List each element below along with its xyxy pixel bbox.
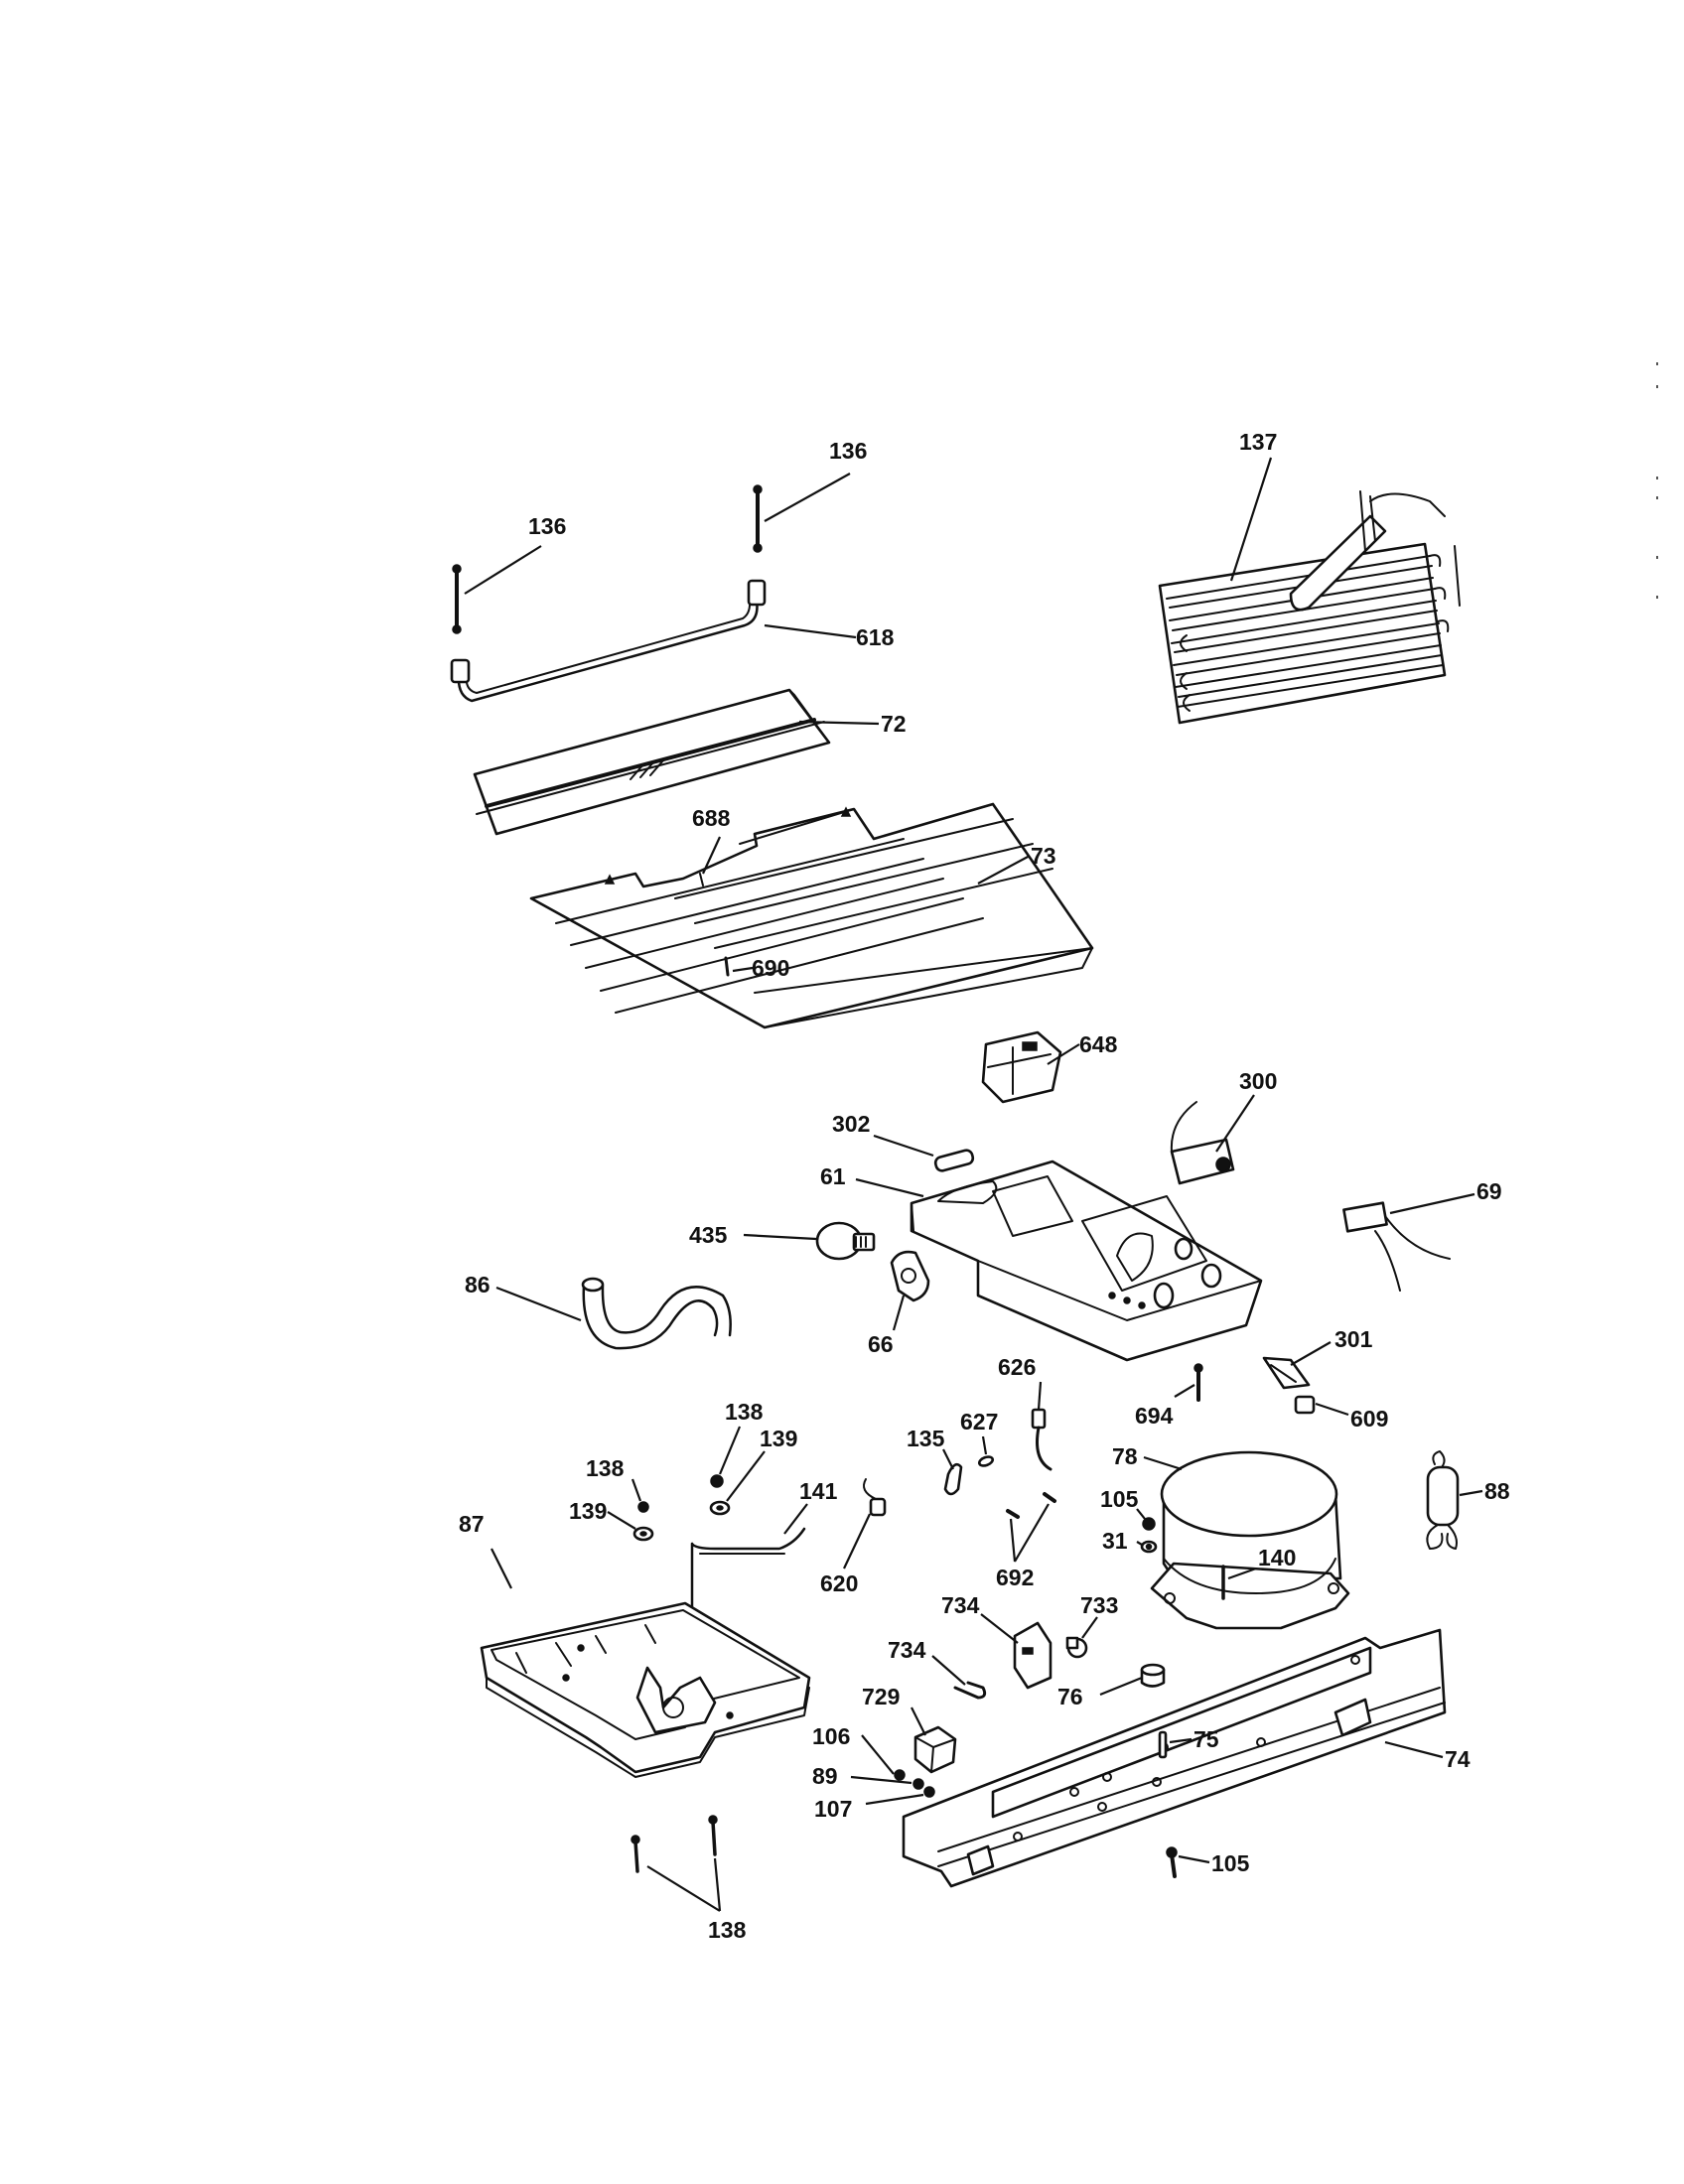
callout-75: 75 xyxy=(1193,1726,1219,1752)
drain-trough-72 xyxy=(473,688,831,836)
grommet-76 xyxy=(1140,1663,1166,1688)
drain-hose-86 xyxy=(581,1277,732,1350)
light-switch-300 xyxy=(1170,1101,1235,1185)
relay-301 xyxy=(1262,1356,1311,1390)
screw-694 xyxy=(1193,1363,1203,1402)
scan-specks xyxy=(1656,362,1658,599)
control-housing-61 xyxy=(910,1160,1263,1362)
nut-138-a xyxy=(710,1474,724,1488)
nut-107 xyxy=(923,1786,935,1798)
screw-138-left xyxy=(631,1835,640,1873)
callout-105-upper: 105 xyxy=(1100,1486,1139,1512)
callout-690: 690 xyxy=(752,955,789,981)
callout-107: 107 xyxy=(814,1796,852,1822)
condenser-137 xyxy=(1158,490,1461,725)
callout-137: 137 xyxy=(1239,429,1277,455)
callout-734-lower: 734 xyxy=(888,1637,926,1663)
callout-609: 609 xyxy=(1350,1406,1388,1432)
light-bulb-435 xyxy=(815,1221,876,1261)
callout-72: 72 xyxy=(881,711,907,737)
callout-138-upper: 138 xyxy=(725,1399,764,1425)
terminal-block-729 xyxy=(913,1725,957,1774)
tube-141 xyxy=(690,1527,806,1630)
callout-88: 88 xyxy=(1484,1478,1510,1504)
overload-609 xyxy=(1294,1395,1316,1415)
callout-140: 140 xyxy=(1258,1545,1296,1570)
washer-89 xyxy=(912,1778,924,1790)
capacitor-620 xyxy=(863,1478,887,1517)
grommet-733 xyxy=(1065,1636,1088,1659)
callout-78: 78 xyxy=(1112,1443,1138,1469)
callout-86: 86 xyxy=(465,1272,491,1297)
callout-300: 300 xyxy=(1239,1068,1277,1094)
callout-688: 688 xyxy=(692,805,731,831)
callout-627: 627 xyxy=(960,1409,998,1434)
callout-626: 626 xyxy=(998,1354,1036,1380)
grommet-31 xyxy=(1140,1540,1158,1554)
screw-138-right xyxy=(708,1815,718,1856)
callout-141: 141 xyxy=(799,1478,838,1504)
bracket-734-upper xyxy=(1013,1621,1052,1690)
callout-labels: 136 136 618 137 72 688 73 690 648 302 30… xyxy=(459,429,1510,1943)
leader-lines xyxy=(464,457,1483,1912)
callout-138-left: 138 xyxy=(586,1455,625,1481)
wire-lead-626 xyxy=(1031,1408,1052,1471)
callout-73: 73 xyxy=(1031,843,1056,869)
callout-302: 302 xyxy=(832,1111,870,1137)
drain-tube-136-left xyxy=(452,564,462,634)
drain-tube-618 xyxy=(450,579,767,703)
screws-692 xyxy=(1006,1492,1056,1519)
callout-139-left: 139 xyxy=(569,1498,607,1524)
light-socket-302 xyxy=(933,1149,975,1172)
screw-106 xyxy=(894,1769,906,1781)
base-rail-74 xyxy=(902,1628,1447,1888)
callout-106: 106 xyxy=(812,1723,850,1749)
pin-75 xyxy=(1158,1730,1168,1759)
callout-620: 620 xyxy=(820,1570,858,1596)
callout-618: 618 xyxy=(856,624,895,650)
callout-136-right: 136 xyxy=(829,438,867,464)
nut-105-upper xyxy=(1142,1517,1156,1531)
clip-734-lower xyxy=(953,1681,987,1700)
callout-301: 301 xyxy=(1334,1326,1373,1352)
compressor-78 xyxy=(1150,1450,1350,1630)
callout-74: 74 xyxy=(1445,1746,1471,1772)
drip-tray-87 xyxy=(480,1601,811,1778)
defrost-thermostat-648 xyxy=(981,1030,1062,1104)
callout-139-upper: 139 xyxy=(760,1426,797,1451)
clip-627 xyxy=(977,1455,995,1467)
callout-76: 76 xyxy=(1057,1684,1083,1709)
wire-connector-69 xyxy=(1342,1201,1451,1292)
callout-31: 31 xyxy=(1102,1528,1128,1554)
thermostat-knob-66 xyxy=(890,1250,930,1302)
callout-692: 692 xyxy=(996,1565,1034,1590)
callout-138-bottom: 138 xyxy=(708,1917,747,1943)
washer-139-a xyxy=(709,1500,731,1516)
drain-pan-cover-73 xyxy=(529,802,1094,1029)
callout-135: 135 xyxy=(907,1426,945,1451)
screw-105-lower xyxy=(1166,1846,1178,1878)
callout-69: 69 xyxy=(1476,1178,1502,1204)
callout-729: 729 xyxy=(862,1684,900,1709)
callout-648: 648 xyxy=(1079,1031,1118,1057)
callout-66: 66 xyxy=(868,1331,894,1357)
callout-89: 89 xyxy=(812,1763,838,1789)
callout-61: 61 xyxy=(820,1163,846,1189)
callout-694: 694 xyxy=(1135,1403,1174,1429)
callout-87: 87 xyxy=(459,1511,485,1537)
washer-139-b xyxy=(632,1526,654,1542)
callout-435: 435 xyxy=(689,1222,728,1248)
nut-138-b xyxy=(637,1501,649,1513)
callout-136-left: 136 xyxy=(528,513,566,539)
callout-734-upper: 734 xyxy=(941,1592,980,1618)
defrost-heater-88 xyxy=(1426,1450,1460,1550)
callout-105-lower: 105 xyxy=(1211,1850,1250,1876)
callout-733: 733 xyxy=(1080,1592,1118,1618)
drain-tube-136-right xyxy=(753,484,763,553)
